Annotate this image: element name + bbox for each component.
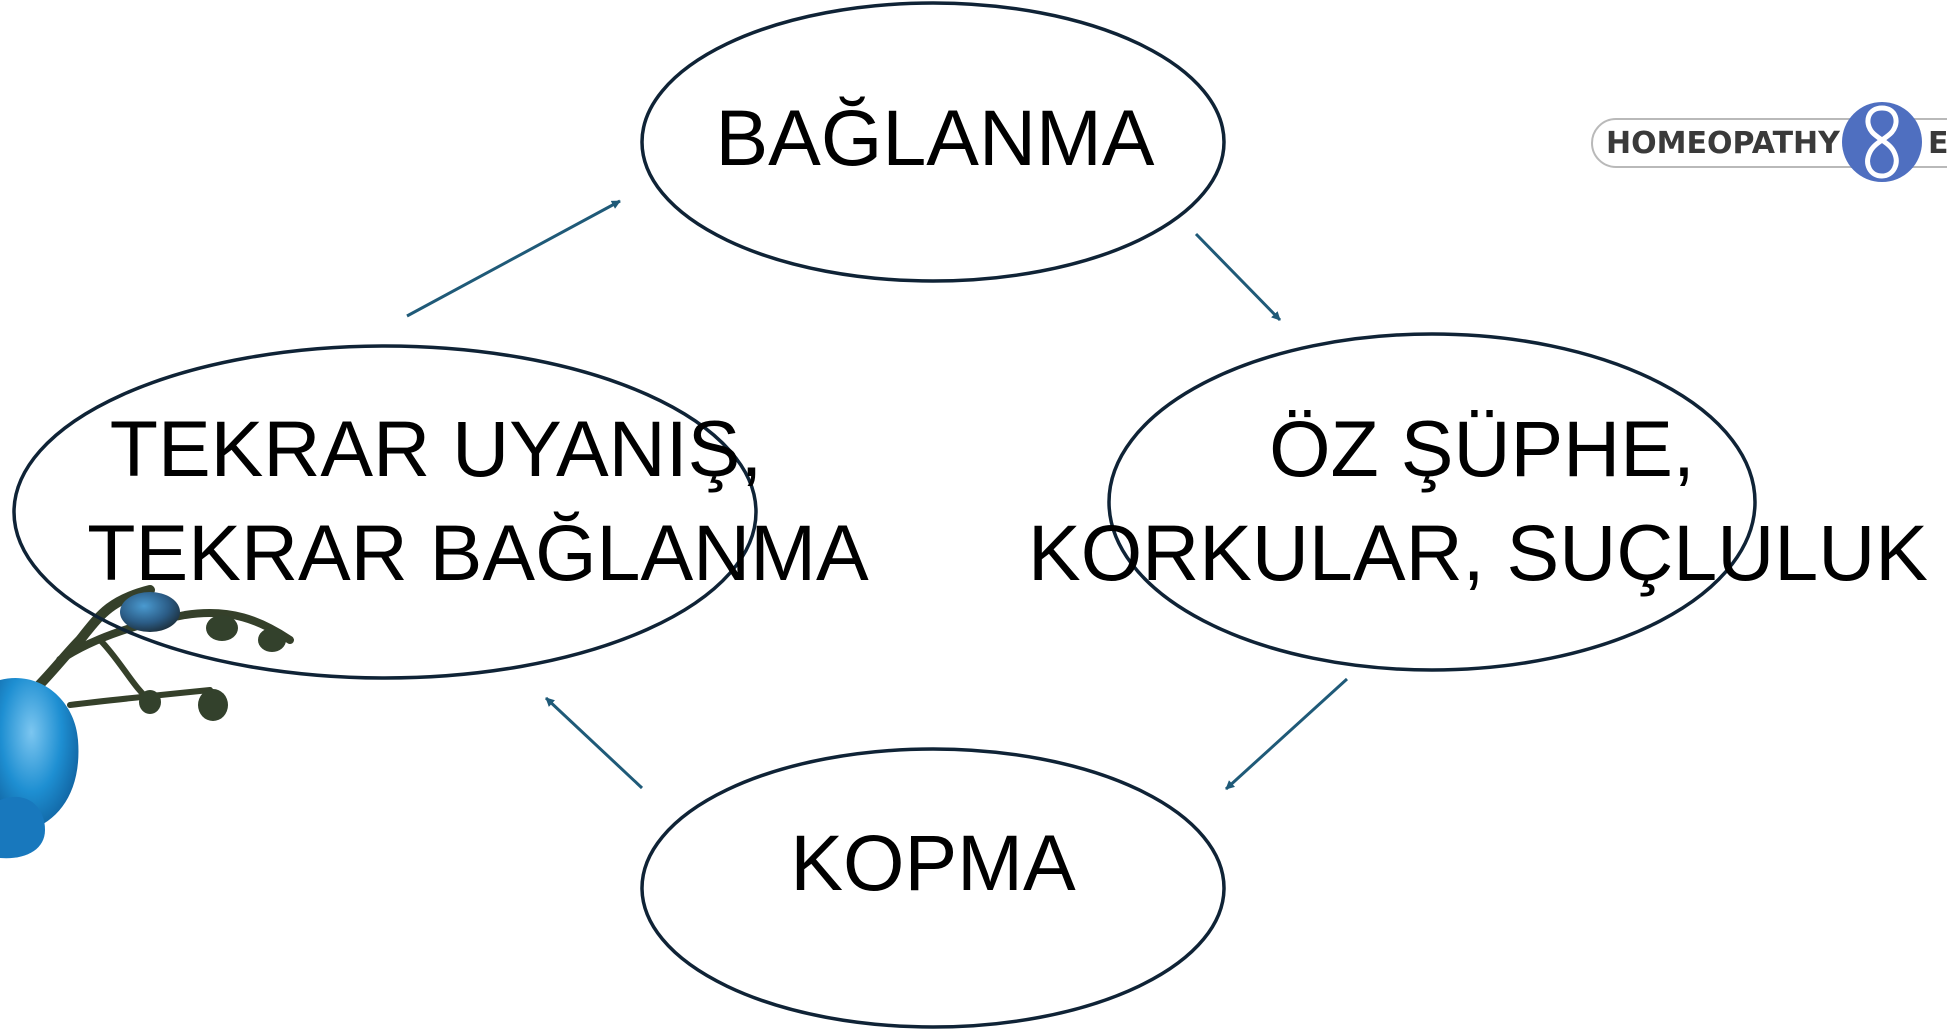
node-tekrar-label-line2: TEKRAR BAĞLANMA	[87, 508, 869, 597]
logo-text: HOMEOPATHY	[1606, 126, 1841, 161]
cycle-arrows	[406, 199, 1349, 791]
node-oz-suphe-ellipse	[1107, 332, 1757, 672]
node-tekrar: TEKRAR UYANIŞ, TEKRAR BAĞLANMA	[12, 344, 869, 680]
node-tekrar-label-line1: TEKRAR UYANIŞ,	[110, 404, 763, 493]
logo-trailing-text: E	[1928, 126, 1947, 161]
node-baglanma-label: BAĞLANMA	[715, 93, 1154, 182]
figure-eight-icon	[1842, 102, 1922, 182]
logo-outline	[1591, 118, 1947, 168]
node-oz-suphe: ÖZ ŞÜPHE, KORKULAR, SUÇLULUK	[1028, 332, 1928, 672]
arrow-tekrar-to-baglanma	[406, 199, 621, 318]
node-kopma: KOPMA	[640, 747, 1226, 1029]
arrow-oz-suphe-to-kopma	[1224, 677, 1349, 791]
node-kopma-ellipse	[640, 747, 1226, 1029]
arrow-kopma-to-tekrar	[544, 696, 644, 790]
node-baglanma-ellipse	[640, 1, 1226, 283]
arrow-baglanma-to-oz-suphe	[1194, 232, 1282, 322]
brand-logo: HOMEOPATHY E	[1591, 102, 1947, 182]
node-baglanma: BAĞLANMA	[640, 1, 1226, 283]
node-tekrar-ellipse	[12, 344, 758, 680]
node-kopma-label: KOPMA	[790, 818, 1076, 907]
orchid-icon	[0, 585, 294, 859]
node-oz-suphe-label-line1: ÖZ ŞÜPHE,	[1269, 404, 1695, 493]
node-oz-suphe-label-line2: KORKULAR, SUÇLULUK	[1028, 508, 1928, 597]
